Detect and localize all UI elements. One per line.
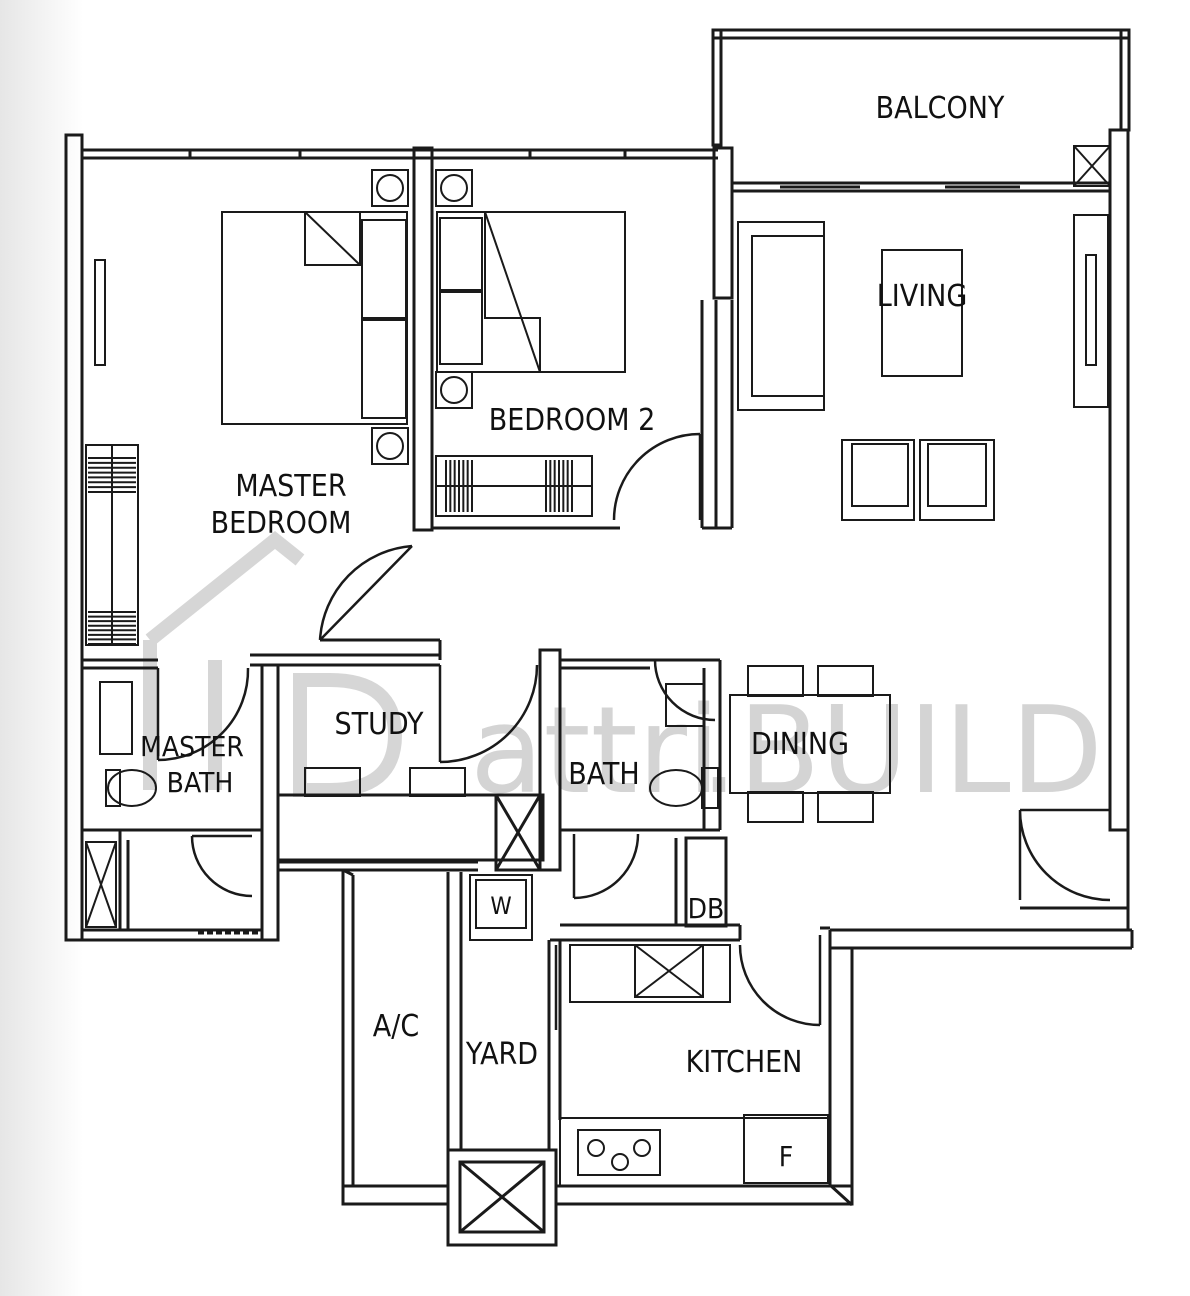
fan-box-4 xyxy=(371,427,409,465)
fridge xyxy=(743,1114,829,1184)
wall-study-bath xyxy=(538,648,562,872)
label-master-bedroom-2: BEDROOM xyxy=(211,506,352,541)
watermark-house-d xyxy=(293,673,403,797)
doors xyxy=(156,432,1111,1030)
refuse-chute-outer xyxy=(446,1148,558,1247)
living-tv-console xyxy=(1073,214,1109,408)
dining-chair-3 xyxy=(747,791,804,823)
bedroom2-wardrobe-grille-right xyxy=(545,460,573,512)
yard-washing-machine xyxy=(469,874,533,941)
door-bedroom2 xyxy=(612,432,702,521)
watermark-brand-build: .BUILD xyxy=(700,682,1103,821)
kitchen-stove xyxy=(577,1129,661,1176)
wall-master-bedroom2 xyxy=(412,146,434,532)
label-yard: YARD xyxy=(465,1037,538,1072)
bedroom2-pillow-2 xyxy=(439,291,483,365)
label-living: LIVING xyxy=(877,279,968,314)
watermark-house-walls xyxy=(143,640,222,790)
door-master-wc xyxy=(190,834,253,898)
db-cabinet xyxy=(684,836,728,928)
living-tv xyxy=(1085,254,1097,366)
door-master-bedroom xyxy=(318,544,413,641)
door-study xyxy=(438,664,539,764)
study-chair-2 xyxy=(409,767,466,797)
armchair-1 xyxy=(841,439,915,521)
door-kitchen xyxy=(738,935,822,1027)
study-chair-1 xyxy=(304,767,361,797)
door-master-bath xyxy=(156,667,250,762)
label-bedroom-2: BEDROOM 2 xyxy=(489,403,656,438)
label-washer: W xyxy=(490,892,511,920)
watermark-brand-attri: attri xyxy=(470,682,720,821)
wall-left-outer xyxy=(64,133,84,942)
label-study: STUDY xyxy=(334,707,424,742)
walls xyxy=(64,28,1134,1247)
master-bath-basin xyxy=(99,681,133,755)
balcony-parapet-left xyxy=(711,28,723,147)
door-main-entrance xyxy=(1018,808,1111,902)
dining-chair-4 xyxy=(817,791,874,823)
master-wardrobe-grille-bottom xyxy=(88,611,136,645)
label-balcony: BALCONY xyxy=(876,91,1005,126)
armchair-2 xyxy=(919,439,995,521)
wall-right-outer xyxy=(1108,128,1130,832)
fan-box-2 xyxy=(435,169,473,207)
master-shower xyxy=(85,841,117,928)
master-bed-pillow-2 xyxy=(361,319,407,419)
balcony-vent xyxy=(1073,145,1111,187)
living-coffee-table xyxy=(881,249,963,377)
fan-box-3 xyxy=(435,371,473,409)
watermark-house-roof xyxy=(145,531,305,646)
label-bath: BATH xyxy=(568,757,639,792)
label-dining: DINING xyxy=(751,727,849,762)
label-master-bath-2: BATH xyxy=(167,766,234,799)
label-db: DB xyxy=(688,892,725,925)
bedroom2-pillow-1 xyxy=(439,217,483,291)
bedroom2-bed-fold xyxy=(484,211,541,373)
door-bath-shower xyxy=(572,833,640,900)
bath-basin xyxy=(665,683,705,727)
bedroom2-wardrobe-grille-left xyxy=(445,460,473,512)
label-ac: A/C xyxy=(373,1009,419,1044)
watermark xyxy=(143,531,403,797)
master-wardrobe-grille-top xyxy=(88,457,136,493)
label-master-bath-1: MASTER xyxy=(140,730,244,763)
master-bed-pillow-1 xyxy=(361,219,407,319)
room-labels: BALCONY LIVING BEDROOM 2 MASTER BEDROOM … xyxy=(140,91,1005,1173)
master-bath-wc xyxy=(107,769,157,807)
dining-chair-2 xyxy=(817,665,874,697)
master-bed-fold xyxy=(304,212,361,266)
label-fridge: F xyxy=(779,1140,794,1173)
ceiling-fans xyxy=(371,169,473,465)
label-master-bedroom-1: MASTER xyxy=(235,469,346,504)
dining-chair-1 xyxy=(747,665,804,697)
master-tv xyxy=(94,259,106,366)
fan-box-1 xyxy=(371,169,409,207)
wall-bedroom2-living-top xyxy=(712,146,734,300)
bedroom2-bed xyxy=(436,211,626,373)
label-kitchen: KITCHEN xyxy=(686,1045,803,1080)
kitchen-counter xyxy=(559,1117,831,1187)
dining-table xyxy=(729,694,891,794)
